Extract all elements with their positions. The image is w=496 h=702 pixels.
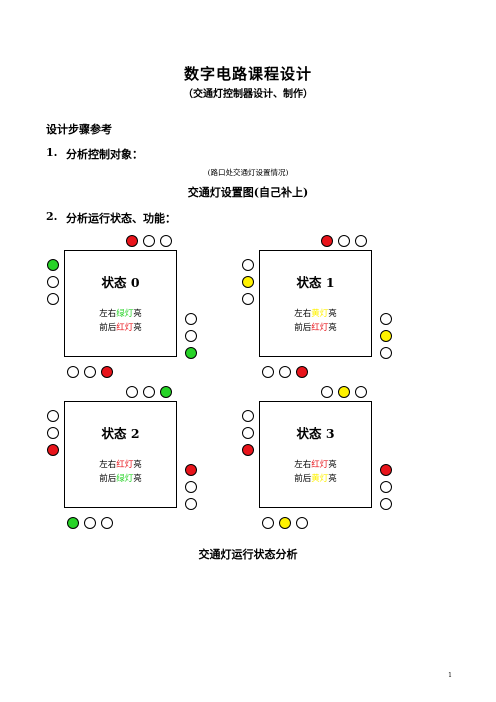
left-right-status: 左右黄灯亮: [260, 307, 371, 319]
left-right-status: 左右红灯亮: [260, 458, 371, 470]
left-signal-light-green: [47, 259, 59, 271]
fb-light-word: 黄灯: [311, 474, 329, 484]
left-signal-light-off: [47, 293, 59, 305]
intersection-box: 状态 3 左右红灯亮 前后黄灯亮: [259, 401, 372, 508]
left-signal-light-off: [47, 427, 59, 439]
top-signal-light-yellow: [338, 386, 350, 398]
top-signal-light-green: [160, 386, 172, 398]
fb-prefix: 前后: [294, 474, 312, 484]
right-signal-light-off: [380, 347, 392, 359]
top-signal-light-off: [355, 386, 367, 398]
top-signal-light-red: [321, 235, 333, 247]
lr-light-word: 红灯: [311, 460, 329, 470]
fb-light-word: 红灯: [116, 323, 134, 333]
bottom-signal-light-off: [84, 517, 96, 529]
bottom-signal-light-red: [296, 366, 308, 378]
fb-prefix: 前后: [99, 474, 117, 484]
state-title: 状态 2: [101, 426, 140, 441]
top-signal-light-off: [321, 386, 333, 398]
left-signal-light-off: [47, 276, 59, 288]
fb-suffix: 亮: [328, 323, 337, 333]
top-signal-light-off: [160, 235, 172, 247]
top-signal-light-off: [143, 386, 155, 398]
state-title: 状态 1: [296, 275, 335, 290]
fb-prefix: 前后: [99, 323, 117, 333]
bottom-signal-light-green: [67, 517, 79, 529]
lr-prefix: 左右: [294, 309, 312, 319]
front-back-status: 前后红灯亮: [65, 321, 176, 333]
intersection-box: 状态 2 左右红灯亮 前后绿灯亮: [64, 401, 177, 508]
right-signal-light-green: [185, 347, 197, 359]
lr-light-word: 红灯: [116, 460, 134, 470]
bottom-signal-light-red: [101, 366, 113, 378]
step1-heading: 分析控制对象：: [66, 148, 143, 161]
top-signal-light-off: [355, 235, 367, 247]
bottom-signal-light-off: [262, 517, 274, 529]
lr-suffix: 亮: [328, 460, 337, 470]
right-signal-light-off: [185, 498, 197, 510]
layout-note: (路口处交通灯设置情况): [207, 168, 289, 177]
top-signal-light-off: [338, 235, 350, 247]
bottom-signal-light-off: [262, 366, 274, 378]
bottom-signal-light-off: [67, 366, 79, 378]
front-back-status: 前后绿灯亮: [65, 472, 176, 484]
top-signal-light-off: [126, 386, 138, 398]
lr-prefix: 左右: [99, 460, 117, 470]
right-signal-light-off: [380, 481, 392, 493]
page-number: 1: [448, 672, 452, 679]
right-signal-light-off: [185, 481, 197, 493]
fb-suffix: 亮: [133, 474, 142, 484]
lr-suffix: 亮: [133, 460, 142, 470]
fb-suffix: 亮: [328, 474, 337, 484]
figure2-caption: 交通灯运行状态分析: [198, 548, 298, 561]
left-right-status: 左右红灯亮: [65, 458, 176, 470]
lr-light-word: 黄灯: [311, 309, 329, 319]
right-signal-light-red: [185, 464, 197, 476]
state-title: 状态 0: [101, 275, 140, 290]
intersection-box: 状态 0 左右绿灯亮 前后红灯亮: [64, 250, 177, 357]
fb-light-word: 绿灯: [116, 474, 134, 484]
right-signal-light-red: [380, 464, 392, 476]
state-title: 状态 3: [296, 426, 335, 441]
left-signal-light-off: [242, 410, 254, 422]
step2-label: 2.: [46, 210, 58, 223]
document-title: 数字电路课程设计: [183, 65, 312, 83]
lr-prefix: 左右: [294, 460, 312, 470]
right-signal-light-off: [380, 498, 392, 510]
fb-prefix: 前后: [294, 323, 312, 333]
left-signal-light-red: [242, 444, 254, 456]
left-signal-light-yellow: [242, 276, 254, 288]
lr-light-word: 绿灯: [116, 309, 134, 319]
lr-prefix: 左右: [99, 309, 117, 319]
front-back-status: 前后黄灯亮: [260, 472, 371, 484]
top-signal-light-off: [143, 235, 155, 247]
top-signal-light-red: [126, 235, 138, 247]
bottom-signal-light-off: [296, 517, 308, 529]
bottom-signal-light-off: [84, 366, 96, 378]
right-signal-light-off: [185, 313, 197, 325]
left-signal-light-off: [242, 259, 254, 271]
figure1-caption: 交通灯设置图(自己补上): [187, 186, 309, 199]
left-signal-light-off: [242, 293, 254, 305]
lr-suffix: 亮: [328, 309, 337, 319]
left-signal-light-red: [47, 444, 59, 456]
front-back-status: 前后红灯亮: [260, 321, 371, 333]
step1-label: 1.: [46, 146, 58, 159]
left-right-status: 左右绿灯亮: [65, 307, 176, 319]
bottom-signal-light-yellow: [279, 517, 291, 529]
bottom-signal-light-off: [101, 517, 113, 529]
step2-heading: 分析运行状态、功能：: [66, 212, 176, 225]
left-signal-light-off: [242, 427, 254, 439]
right-signal-light-off: [380, 313, 392, 325]
section-heading: 设计步骤参考: [46, 123, 112, 136]
bottom-signal-light-off: [279, 366, 291, 378]
right-signal-light-yellow: [380, 330, 392, 342]
document-subtitle: （交通灯控制器设计、制作）: [183, 89, 313, 100]
right-signal-light-off: [185, 330, 197, 342]
left-signal-light-off: [47, 410, 59, 422]
fb-light-word: 红灯: [311, 323, 329, 333]
lr-suffix: 亮: [133, 309, 142, 319]
intersection-box: 状态 1 左右黄灯亮 前后红灯亮: [259, 250, 372, 357]
fb-suffix: 亮: [133, 323, 142, 333]
